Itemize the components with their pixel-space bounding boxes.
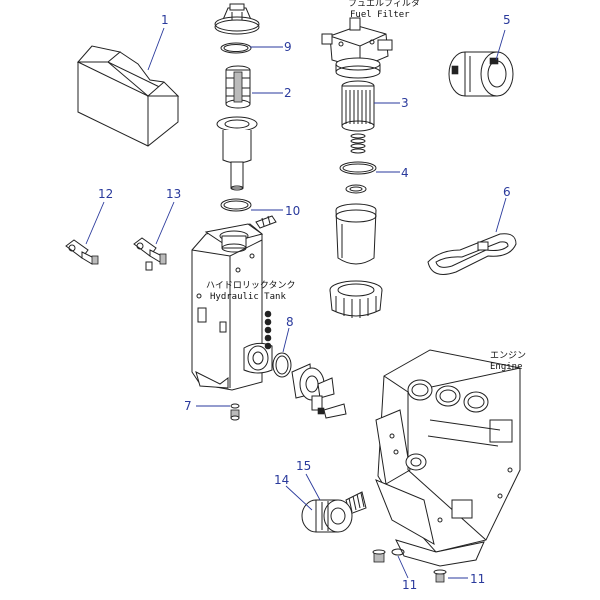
hydraulic-tank bbox=[191, 223, 273, 391]
leader-14 bbox=[285, 485, 313, 511]
label-engine-en: Engine bbox=[490, 362, 523, 372]
label-engine-jp: エンジン bbox=[490, 351, 526, 361]
callout-9: 9 bbox=[284, 40, 292, 54]
callout-1: 1 bbox=[161, 13, 169, 27]
part-fuel-spring bbox=[350, 133, 366, 154]
engine-block bbox=[375, 349, 521, 567]
label-fuel-filter-en: Fuel Filter bbox=[350, 10, 410, 20]
part-2-filter-element bbox=[225, 65, 251, 109]
label-fuel-filter-jp: フュエルフィルタ bbox=[348, 0, 420, 9]
callout-6: 6 bbox=[503, 185, 511, 199]
label-hydraulic-tank-en: Hydraulic Tank bbox=[210, 292, 286, 302]
callout-15: 15 bbox=[296, 459, 311, 473]
part-tank-cap bbox=[214, 3, 260, 35]
part-fuel-bowl bbox=[335, 203, 377, 265]
callout-5: 5 bbox=[503, 13, 511, 27]
callout-7: 7 bbox=[184, 399, 192, 413]
fuel-filter-head bbox=[321, 17, 393, 79]
part-5-separator bbox=[448, 51, 514, 97]
part-6-band bbox=[427, 233, 517, 275]
part-11-plug-left bbox=[372, 548, 405, 563]
part-9-oring bbox=[220, 42, 252, 54]
leader-15 bbox=[305, 473, 321, 501]
leader-13 bbox=[155, 201, 175, 245]
leader-6 bbox=[495, 197, 507, 233]
leader-5 bbox=[495, 29, 506, 61]
part-12-sensor bbox=[65, 239, 99, 265]
callout-4: 4 bbox=[401, 166, 409, 180]
leader-1 bbox=[147, 27, 165, 71]
callout-10: 10 bbox=[285, 204, 300, 218]
leader-11a bbox=[397, 555, 409, 579]
part-7-drain-plug bbox=[230, 403, 240, 421]
callout-14: 14 bbox=[274, 473, 289, 487]
callout-8: 8 bbox=[286, 315, 294, 329]
callout-12: 12 bbox=[98, 187, 113, 201]
callout-13: 13 bbox=[166, 187, 181, 201]
part-4-fuel-oring bbox=[339, 161, 377, 175]
label-hydraulic-tank-jp: ハイドロリックタンク bbox=[206, 280, 295, 291]
part-11-plug-right bbox=[433, 569, 447, 583]
leader-8 bbox=[282, 327, 290, 353]
part-14-oil-strainer bbox=[301, 499, 353, 533]
part-fuel-retainer-nut bbox=[329, 280, 383, 318]
part-8-oring bbox=[272, 352, 292, 378]
callout-11a: 11 bbox=[402, 578, 417, 592]
leader-12 bbox=[85, 201, 105, 245]
part-suction-fitting bbox=[291, 363, 347, 419]
part-1-box bbox=[76, 45, 180, 147]
part-15-spring bbox=[345, 491, 367, 515]
callout-3: 3 bbox=[401, 96, 409, 110]
callout-2: 2 bbox=[284, 86, 292, 100]
part-13-sensor bbox=[133, 237, 167, 271]
part-gauge-clip bbox=[255, 215, 277, 229]
callout-11b: 11 bbox=[470, 572, 485, 586]
part-10-oring bbox=[220, 198, 252, 212]
part-strainer bbox=[216, 116, 258, 191]
part-fuel-ring-small bbox=[345, 184, 367, 194]
part-3-fuel-element bbox=[341, 80, 375, 132]
part-bolts-column bbox=[264, 310, 272, 350]
